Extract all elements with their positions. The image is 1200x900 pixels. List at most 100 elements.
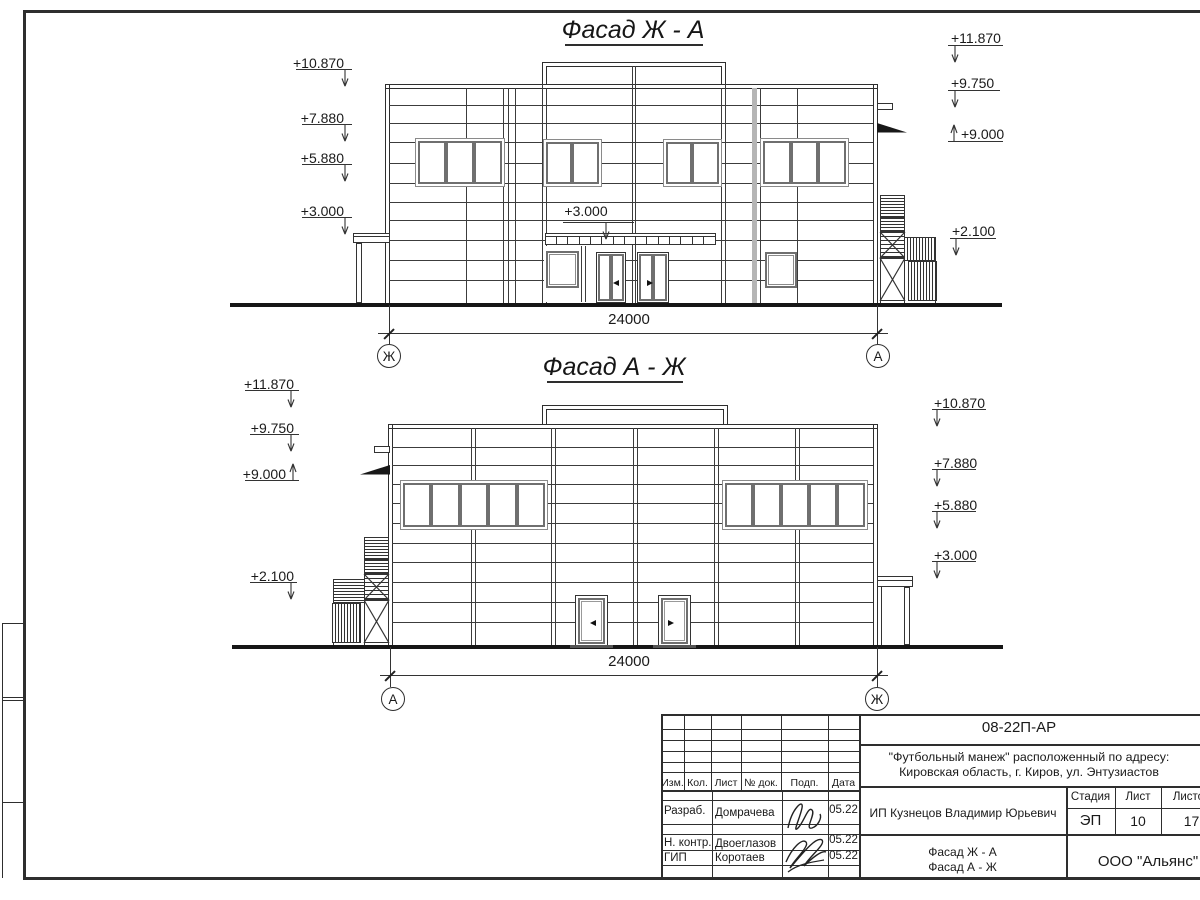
line [932,469,976,470]
line [635,66,636,303]
line [245,390,299,391]
line [725,483,865,527]
elevation-mark: +3.000 [934,547,978,563]
line [1066,808,1200,809]
line [365,546,388,547]
line [881,201,904,202]
elevation-mark: +2.100 [952,223,996,239]
line [542,62,543,84]
line [589,236,591,245]
line [877,647,878,687]
line [904,237,936,261]
canopy-wedge [877,123,907,133]
facade-top-title: Фасад Ж - А [561,16,705,44]
line [881,216,904,217]
line [334,597,364,598]
elevation-arrow [951,91,959,108]
line [881,213,904,214]
line [542,84,543,303]
elevation-arrow [289,463,297,480]
row3-date: 05.22 [829,850,858,862]
line [877,305,878,344]
line [230,302,1002,307]
line [913,238,914,260]
elevation-arrow [950,124,958,141]
line [931,238,932,260]
line [932,561,976,562]
line [661,751,859,752]
line [365,582,388,583]
line [880,195,905,218]
line [475,428,476,645]
line [389,260,873,261]
line [389,123,873,124]
line [389,84,390,303]
sheet-value: 10 [1130,813,1146,829]
line [508,88,509,303]
line [542,62,725,63]
line [859,714,861,878]
line [302,124,352,125]
line [877,103,893,110]
line [392,602,873,603]
line [907,238,908,260]
facade-top-title-underline [565,44,703,46]
line [661,824,859,825]
line [725,84,726,303]
line [392,484,873,485]
line [932,409,986,410]
elevation-mark: +10.870 [934,395,985,411]
line [581,246,582,302]
line [601,236,603,245]
line [684,714,685,790]
line [661,714,663,878]
axis-bubble: А [866,344,890,368]
line [919,238,920,260]
line [920,262,921,300]
line [795,428,796,645]
facade-top-dimension: 24000 [608,311,650,328]
line [881,256,904,257]
elevation-mark: +7.880 [300,110,344,126]
line [245,480,299,481]
line [486,485,490,525]
line [365,549,388,550]
line [458,485,462,525]
line [365,572,388,573]
line [816,143,820,182]
x-brace [879,257,906,302]
elevation-arrow [287,583,295,600]
elevation-arrow [287,391,295,408]
line [334,585,364,586]
line [881,240,904,241]
line [365,598,388,599]
sheet-title-line1: Фасад Ж - А [928,845,997,859]
line [611,254,624,301]
line [365,552,388,553]
line [633,428,634,645]
line [389,142,873,143]
line [545,233,716,245]
line [873,84,874,303]
x-brace [363,573,390,601]
line [2,697,23,698]
line [881,224,904,225]
line [661,740,859,741]
line [388,424,877,425]
line [690,144,694,182]
line [385,88,877,89]
line [779,485,783,525]
line [365,594,388,595]
line [2,623,3,878]
line [429,485,433,525]
line [250,434,299,435]
line [365,566,388,567]
axis-bubble: А [381,687,405,711]
line [546,409,547,424]
line [585,246,586,302]
facade-bottom-title-underline [547,381,683,383]
row2-role: Н. контр. [664,837,712,849]
line [680,236,682,245]
line [881,230,904,231]
line [365,563,388,564]
